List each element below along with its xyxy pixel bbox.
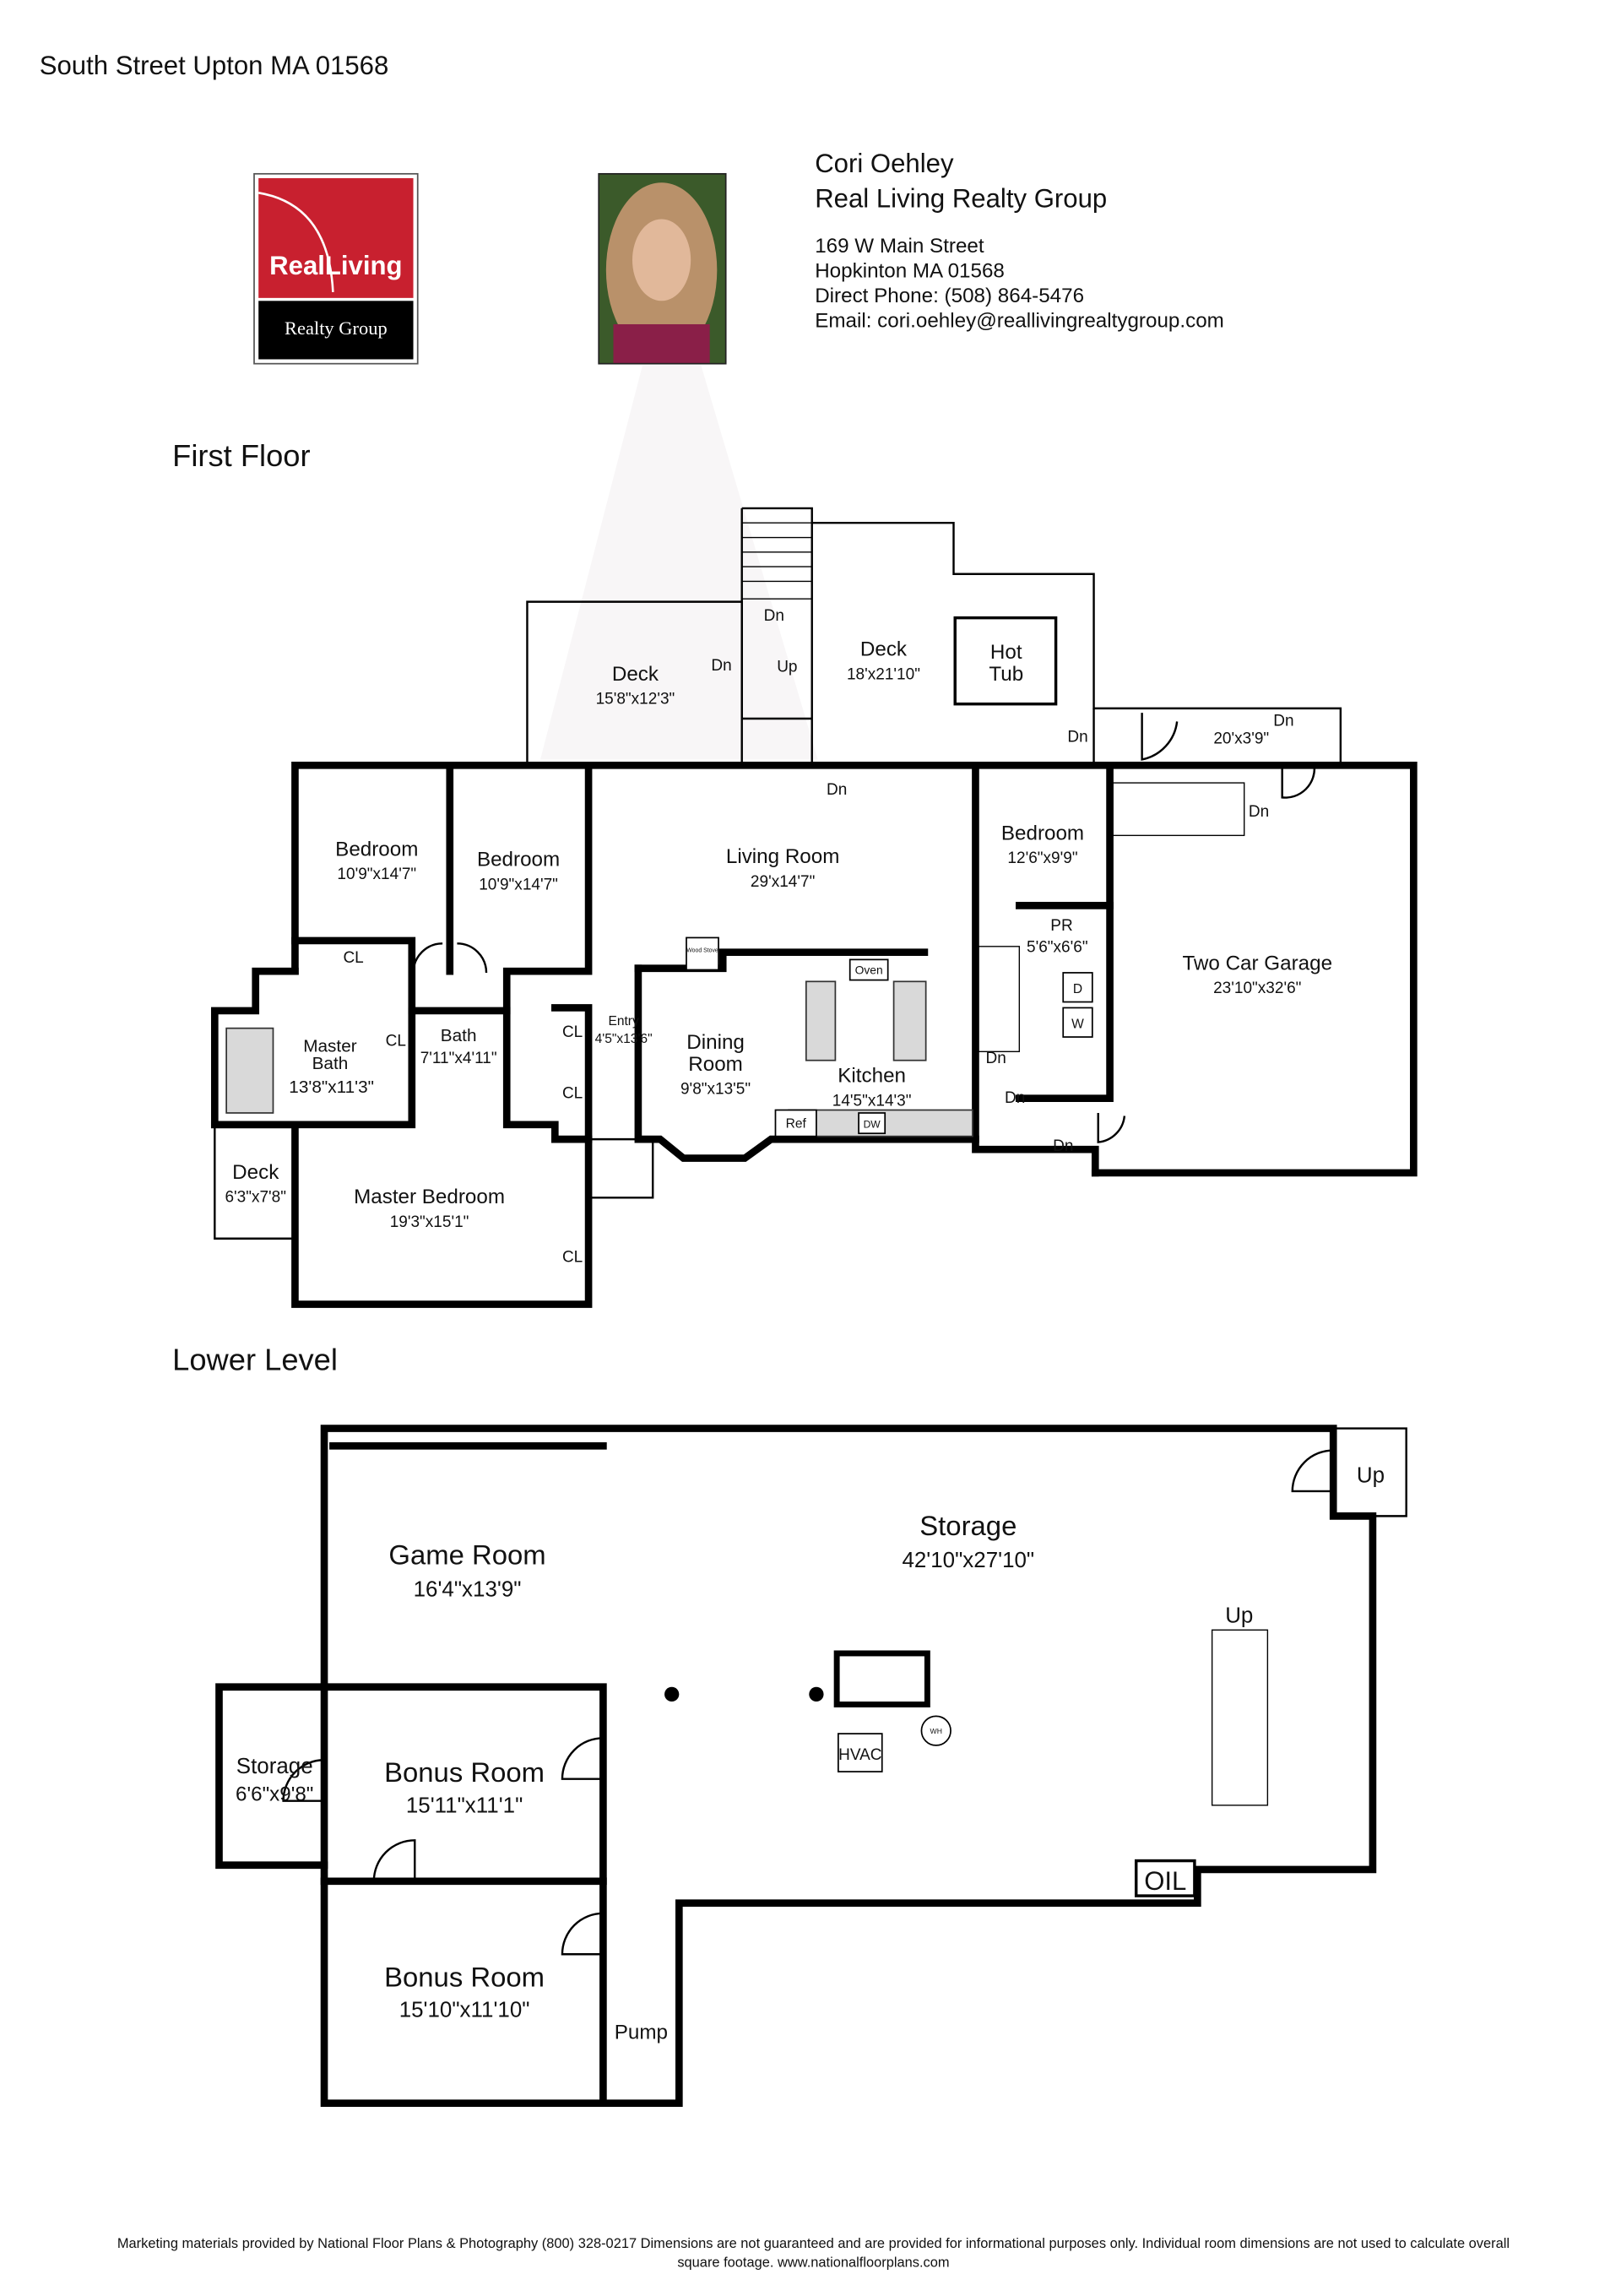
room-dims: 23'10"x32'6": [1213, 980, 1301, 997]
closet-label: CL: [562, 1248, 583, 1266]
room-dims: 15'8"x12'3": [596, 691, 675, 708]
room-name: Hot: [990, 641, 1022, 664]
fridge-label: Ref: [786, 1116, 807, 1131]
room-name: Dining: [686, 1031, 745, 1054]
hvac-label: HVAC: [838, 1746, 882, 1764]
first-floor-plan: [210, 507, 1418, 1308]
room-name: Two Car Garage: [1182, 952, 1332, 974]
room-name: Bonus Room: [384, 1756, 545, 1788]
room-name: Kitchen: [838, 1065, 906, 1088]
stair-label: Dn: [1249, 803, 1269, 821]
pump-label: Pump: [615, 2022, 668, 2044]
room-name: Bedroom: [335, 839, 418, 861]
room-name: Living Room: [726, 845, 840, 868]
stair-label: Dn: [986, 1050, 1006, 1067]
room-name: Game Room: [388, 1539, 545, 1570]
stair-label: Up: [777, 659, 797, 676]
room-name: Storage: [919, 1510, 1017, 1541]
room-name: Master: [303, 1036, 357, 1056]
stair-label: Dn: [1067, 729, 1087, 746]
room-name: Deck: [860, 638, 908, 661]
stair-label: Dn: [1053, 1137, 1073, 1155]
room-dims: 42'10"x27'10": [902, 1549, 1034, 1572]
room-dims: 13'8"x11'3": [289, 1077, 374, 1097]
room-name: Bath: [441, 1026, 477, 1045]
agent-email[interactable]: Email: cori.oehley@reallivingrealtygroup…: [815, 309, 1224, 332]
room-name: Bonus Room: [384, 1961, 545, 1992]
stair-label: Dn: [1273, 713, 1293, 730]
room-dims: 6'6"x9'8": [236, 1783, 313, 1806]
room-dims: 10'9"x14'7": [337, 866, 416, 883]
oil-tank-label: OIL: [1144, 1866, 1186, 1896]
first-floor-title: First Floor: [172, 438, 310, 473]
room-dims: Tub: [989, 663, 1023, 686]
stair-label: Dn: [1005, 1089, 1025, 1107]
room-name: Storage: [236, 1755, 313, 1778]
stair-label: Up: [1357, 1464, 1385, 1488]
room-name: Entry: [608, 1014, 639, 1029]
oven-label: Oven: [855, 963, 883, 977]
room-dims: 29'x14'7": [751, 873, 815, 891]
footer-disclaimer: Marketing materials provided by National…: [117, 2236, 1510, 2251]
closet-label: CL: [562, 1023, 583, 1041]
dishwasher-label: DW: [864, 1118, 881, 1130]
water-heater-label: WH: [930, 1727, 942, 1735]
room-dims: 18'x21'10": [847, 665, 920, 683]
property-address: South Street Upton MA 01568: [40, 51, 389, 80]
closet-label: CL: [343, 949, 363, 967]
stair-label: Dn: [764, 607, 784, 625]
room-dims: 16'4"x13'9": [414, 1578, 522, 1602]
room-name: Deck: [232, 1161, 279, 1184]
room-name: Room: [688, 1053, 743, 1076]
room-name: Bedroom: [477, 849, 560, 871]
agent-phone[interactable]: Direct Phone: (508) 864-5476: [815, 285, 1084, 307]
dryer-label: D: [1073, 982, 1082, 996]
room-dims: 12'6"x9'9": [1007, 849, 1077, 867]
logo-sub: Realty Group: [285, 318, 388, 339]
footer-website[interactable]: square footage. www.nationalfloorplans.c…: [677, 2255, 949, 2270]
room-dims: 19'3"x15'1": [390, 1213, 469, 1231]
room-name: Deck: [612, 663, 659, 686]
room-name: Master Bedroom: [354, 1186, 505, 1208]
closet-label: CL: [562, 1085, 583, 1103]
wood-stove-label: Wood Stove: [686, 948, 718, 954]
room-dims: 14'5"x14'3": [832, 1092, 912, 1110]
stair-label: Dn: [711, 657, 731, 675]
room-dims: 15'11"x11'1": [406, 1794, 523, 1817]
room-dims: 7'11"x4'11": [420, 1050, 497, 1067]
agent-photo: [598, 172, 727, 365]
room-name: Bath: [312, 1054, 349, 1073]
stair-label: Dn: [827, 781, 847, 799]
washer-label: W: [1071, 1018, 1084, 1032]
room-name: Bedroom: [1001, 822, 1084, 845]
agent-city: Hopkinton MA 01568: [815, 260, 1005, 283]
closet-label: CL: [386, 1032, 406, 1050]
room-dims: 5'6"x6'6": [1027, 939, 1088, 957]
company-logo: RealLiving Realty Group: [253, 172, 419, 365]
room-dims: 9'8"x13'5": [680, 1081, 751, 1099]
room-dims: 4'5"x13'6": [595, 1032, 653, 1046]
lower-level-title: Lower Level: [172, 1342, 338, 1376]
logo-brand: RealLiving: [269, 251, 402, 280]
room-dims: 6'3"x7'8": [225, 1188, 286, 1206]
room-dims: 20'x3'9": [1213, 730, 1269, 747]
agent-street: 169 W Main Street: [815, 235, 984, 258]
lower-level-plan: [215, 1425, 1407, 2108]
room-dims: 15'10"x11'10": [399, 1999, 530, 2022]
photo-shadow: [540, 365, 818, 760]
room-dims: 10'9"x14'7": [479, 876, 558, 893]
stair-label: Up: [1225, 1604, 1253, 1628]
agent-company: Real Living Realty Group: [815, 184, 1107, 214]
room-name: PR: [1050, 917, 1072, 935]
agent-name: Cori Oehley: [815, 149, 954, 178]
